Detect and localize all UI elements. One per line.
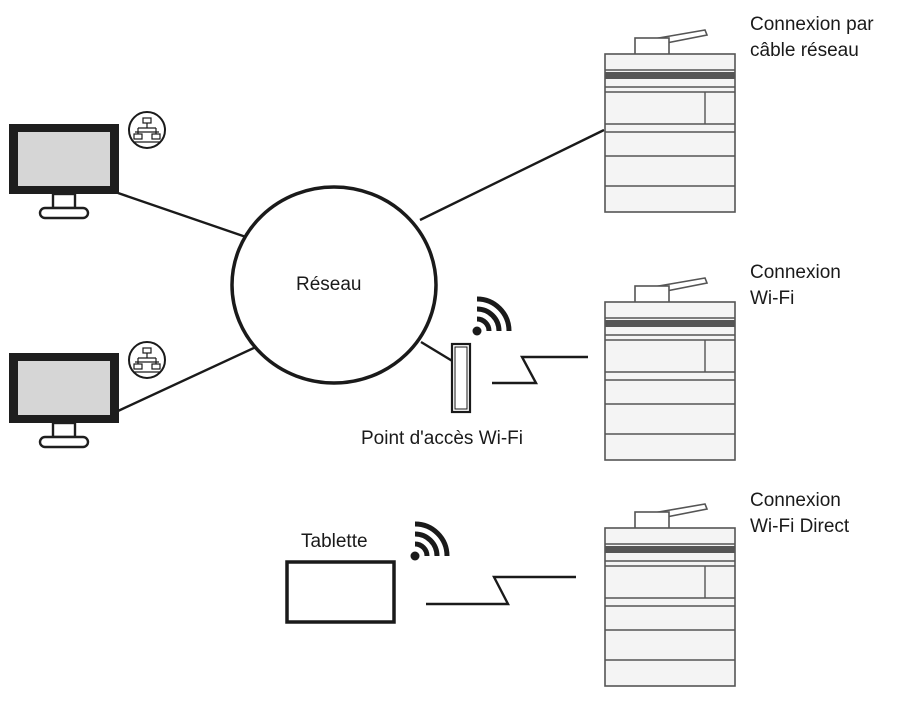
wifi-direct-connection-line2: Wi-Fi Direct xyxy=(750,516,850,537)
tablet-icon xyxy=(285,560,396,624)
access-point-label: Point d'accès Wi-Fi xyxy=(361,428,524,449)
wifi-connection-label: Connexion Wi-Fi xyxy=(750,260,841,312)
network-lan-icon xyxy=(128,111,166,149)
network-label: Réseau xyxy=(296,274,362,295)
desktop-monitor-icon xyxy=(7,122,121,220)
multifunction-printer-icon xyxy=(604,277,736,461)
desktop-monitor-icon xyxy=(7,351,121,449)
wifi-connection-line2: Wi-Fi xyxy=(750,288,795,309)
wired-connection-line1: Connexion par xyxy=(750,14,874,35)
wireless-link-icon xyxy=(426,575,576,606)
wifi-direct-connection-label: Connexion Wi-Fi Direct xyxy=(750,488,849,540)
wired-connection-line2: câble réseau xyxy=(750,40,859,61)
wired-link-pc2 xyxy=(117,344,259,413)
wifi-direct-connection-line1: Connexion xyxy=(750,490,841,511)
network-cloud xyxy=(230,185,438,385)
wireless-link-icon xyxy=(492,355,588,385)
wired-link-pc1 xyxy=(117,191,247,239)
network-lan-icon xyxy=(128,341,166,379)
wifi-signal-icon xyxy=(473,299,510,336)
multifunction-printer-icon xyxy=(604,503,736,687)
wired-connection-label: Connexion par câble réseau xyxy=(750,12,874,64)
wifi-signal-icon xyxy=(411,524,448,561)
tablet-label: Tablette xyxy=(301,531,368,552)
wifi-access-point-icon xyxy=(450,342,472,414)
wired-link-printer xyxy=(419,128,605,222)
access-point-link xyxy=(420,340,455,364)
multifunction-printer-icon xyxy=(604,29,736,213)
wifi-connection-line1: Connexion xyxy=(750,262,841,283)
